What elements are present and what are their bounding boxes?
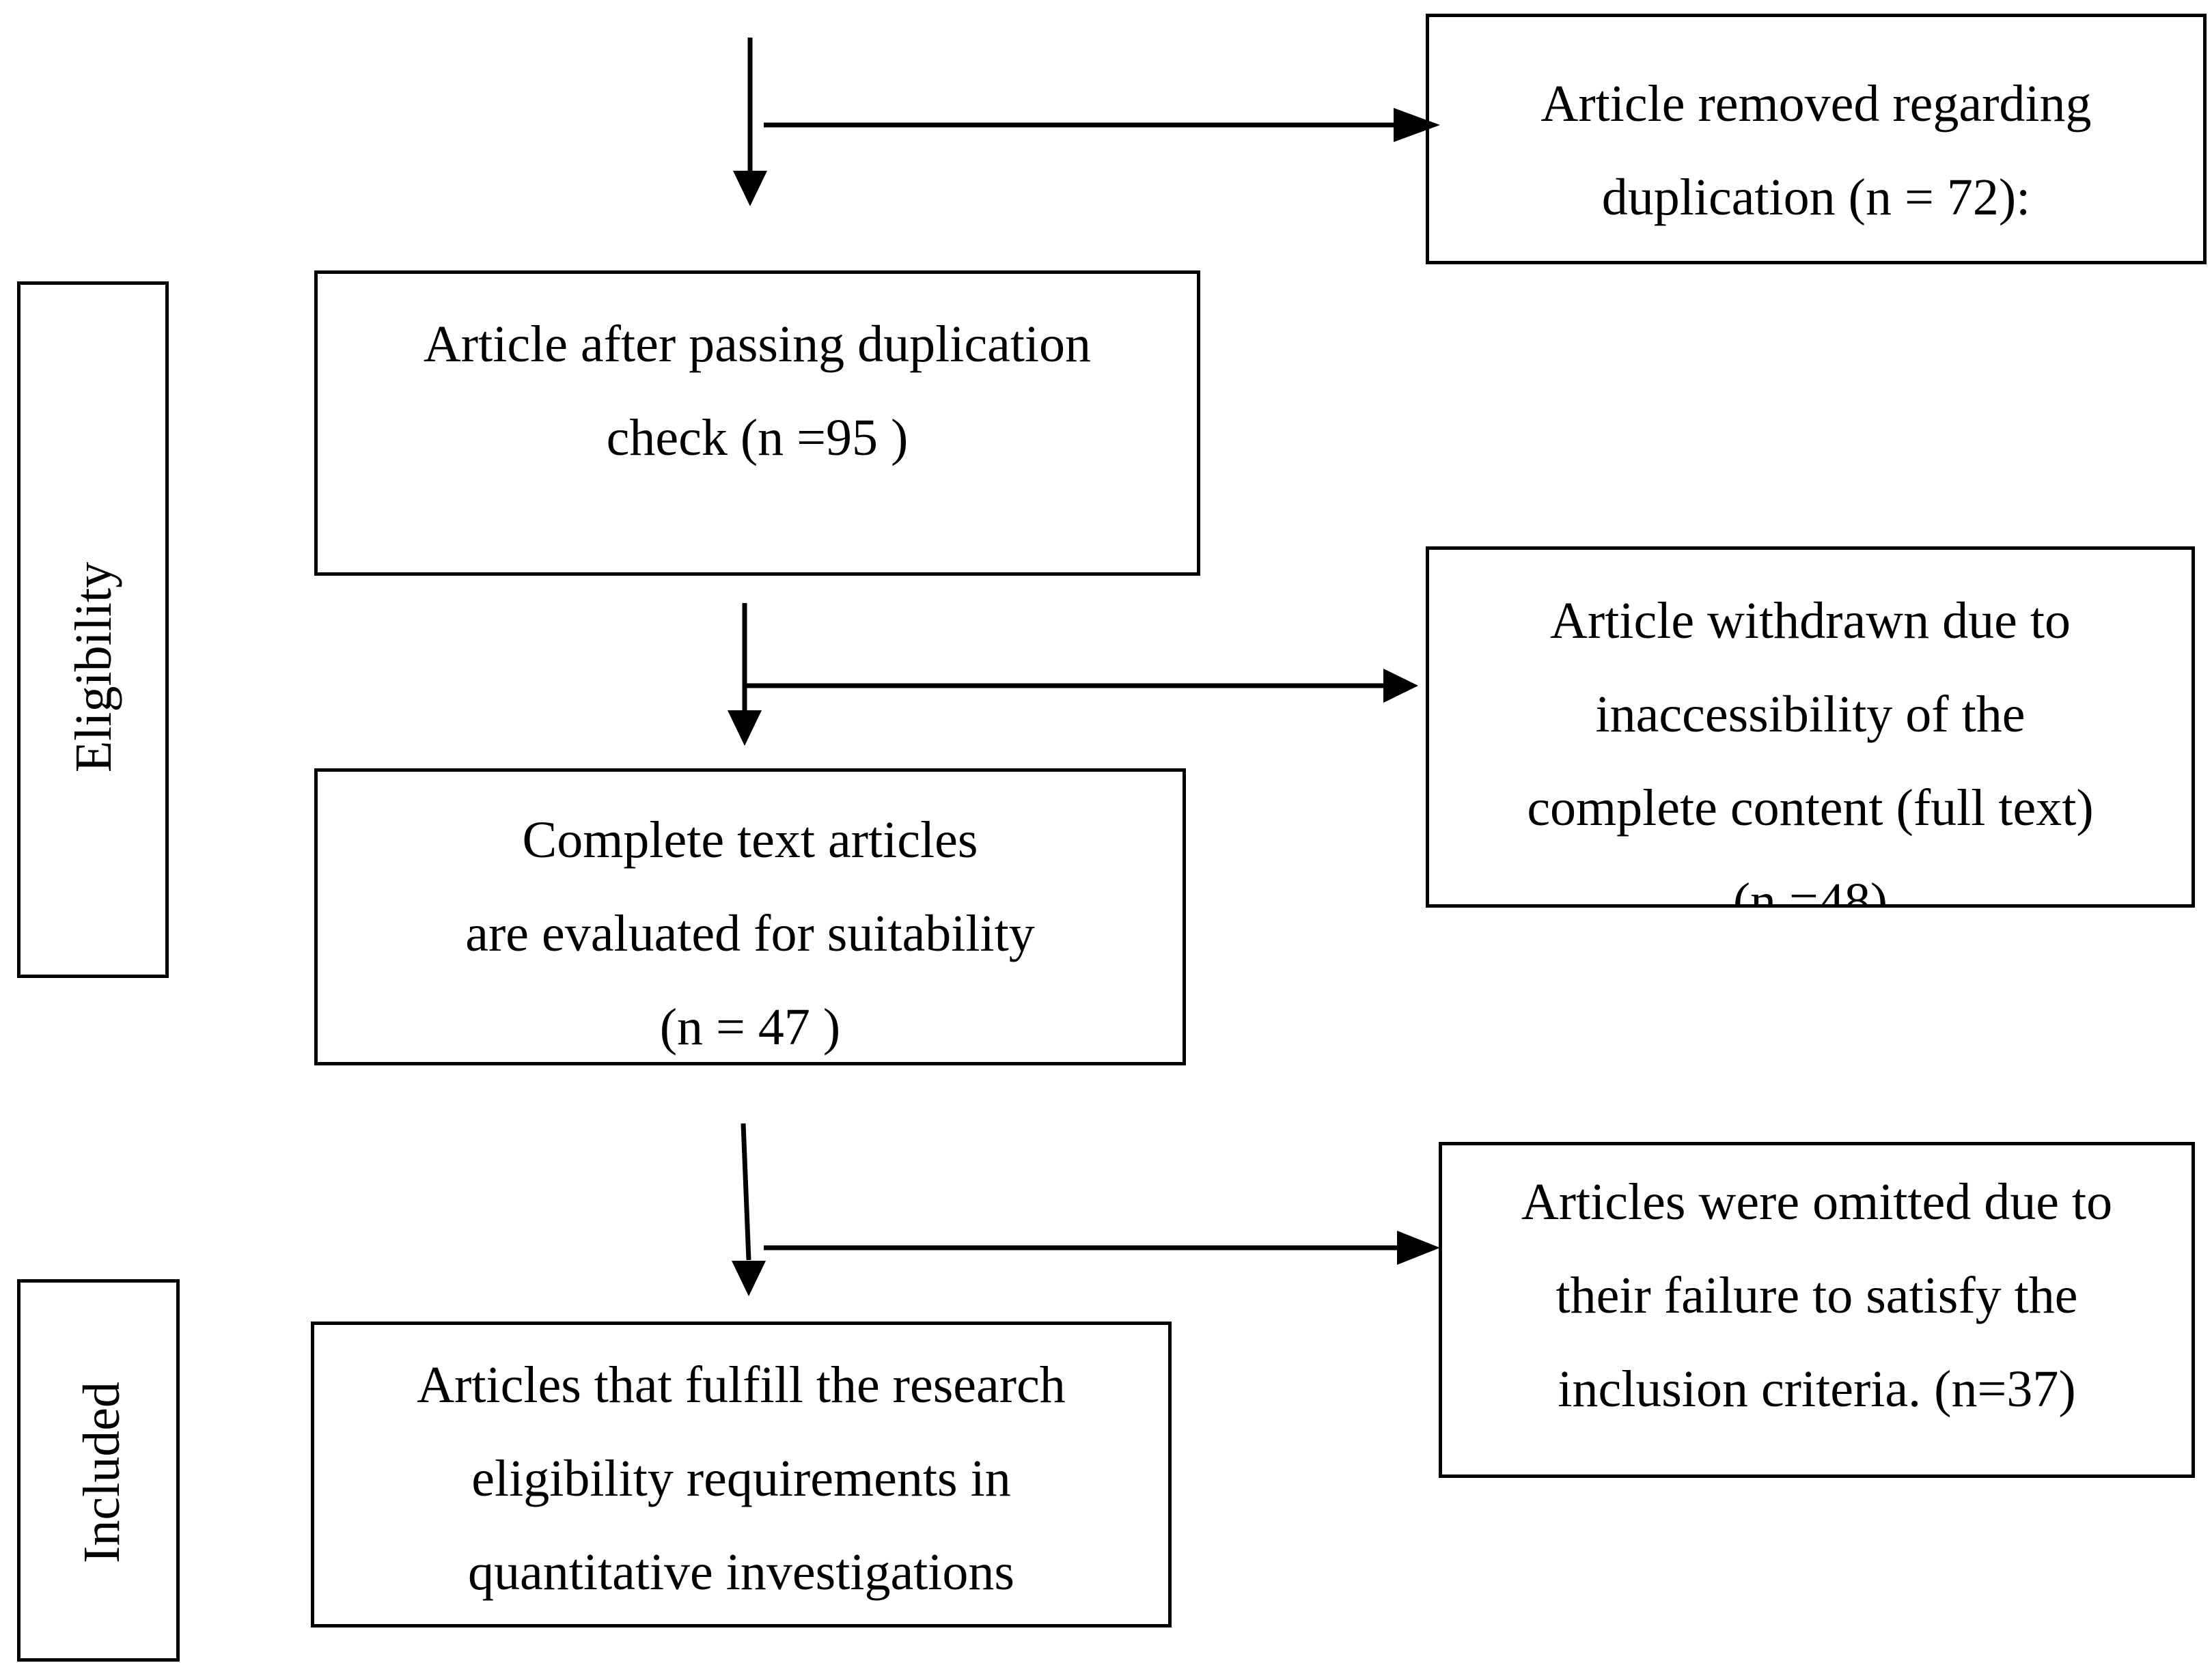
box-removed-duplicates-text: Article removed regarding duplication (n… [1540,75,2092,226]
box-fulltext-evaluated-text: Complete text articles are evaluated for… [465,811,1035,1056]
arrow-bottom-down [741,1123,751,1261]
box-omitted-criteria-text: Articles were omitted due to their failu… [1521,1173,2113,1418]
box-included-studies-text: Articles that fulfill the research eligi… [417,1356,1066,1601]
arrowhead-top-down [733,171,767,206]
box-after-duplication-text: Article after passing duplication check … [423,316,1092,466]
arrowhead-mid-right [1383,669,1418,703]
box-removed-duplicates: Article removed regarding duplication (n… [1426,14,2207,264]
box-withdrawn-fulltext-text: Article withdrawn due to inaccessibility… [1527,592,2094,908]
box-after-duplication: Article after passing duplication check … [314,270,1200,576]
arrowhead-bottom-down [732,1261,766,1296]
stage-box-eligibility: Eligibility [17,281,169,978]
box-included-studies: Articles that fulfill the research eligi… [311,1322,1172,1627]
arrowhead-mid-down [728,710,762,746]
arrowhead-bottom-right [1397,1231,1440,1265]
box-fulltext-evaluated: Complete text articles are evaluated for… [314,768,1186,1065]
box-omitted-criteria: Articles were omitted due to their failu… [1439,1142,2195,1478]
arrowhead-top-right [1394,108,1440,142]
stage-box-included: Included [17,1279,180,1662]
box-withdrawn-fulltext: Article withdrawn due to inaccessibility… [1426,546,2195,908]
